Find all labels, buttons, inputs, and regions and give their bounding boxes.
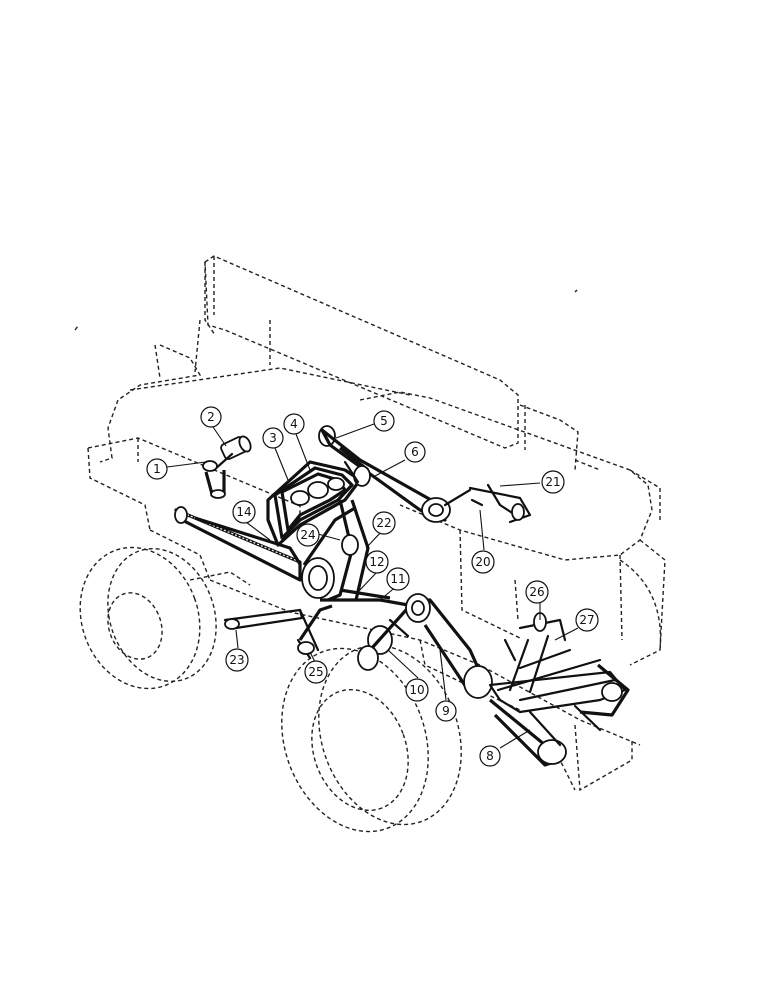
callout-8: 8 xyxy=(479,745,501,767)
callout-23: 23 xyxy=(225,648,249,672)
callout-label: 1 xyxy=(153,462,161,476)
callout-label: 23 xyxy=(229,653,244,667)
callout-12: 12 xyxy=(365,550,389,574)
callout-label: 5 xyxy=(380,414,388,428)
part-25-pulley xyxy=(297,604,333,655)
callout-label: 27 xyxy=(579,613,594,627)
callout-label: 11 xyxy=(390,572,405,586)
callout-24: 24 xyxy=(296,523,320,547)
cab-outline xyxy=(204,255,519,449)
callout-14: 14 xyxy=(232,500,256,524)
callout-11: 11 xyxy=(386,567,410,591)
callout-label: 8 xyxy=(486,749,494,763)
chassis-outline xyxy=(209,579,641,746)
drive-components xyxy=(174,425,630,767)
part-22-24-central-pulleys xyxy=(296,499,409,660)
callout-4: 4 xyxy=(283,413,305,435)
callout-27: 27 xyxy=(575,608,599,632)
callout-label: 9 xyxy=(442,704,450,718)
callout-label: 22 xyxy=(376,516,391,530)
leader-lines xyxy=(166,423,579,749)
machine-outline xyxy=(74,255,666,833)
part-20-21-bracket xyxy=(443,483,532,524)
callout-label: 6 xyxy=(411,445,419,459)
part-5-6-belt xyxy=(318,425,451,523)
callout-26: 26 xyxy=(525,580,549,604)
callout-label: 3 xyxy=(269,431,277,445)
callout-25: 25 xyxy=(304,660,328,684)
callout-3: 3 xyxy=(262,427,284,449)
part-26-27-shaft xyxy=(503,612,572,694)
callout-label: 24 xyxy=(300,528,315,542)
part-8-frame xyxy=(488,658,630,767)
callout-label: 12 xyxy=(369,555,384,569)
callout-label: 2 xyxy=(207,410,215,424)
callout-6: 6 xyxy=(404,441,426,463)
callout-label: 10 xyxy=(409,683,424,697)
callout-label: 25 xyxy=(308,665,323,679)
rear-wheel xyxy=(79,546,217,690)
callout-21: 21 xyxy=(541,470,565,494)
callout-9: 9 xyxy=(435,700,457,722)
part-9-10-belt xyxy=(357,593,493,699)
callout-2: 2 xyxy=(200,406,222,428)
part-3-4-belt-stack xyxy=(266,460,362,547)
callout-22: 22 xyxy=(372,511,396,535)
left-hood-outline xyxy=(99,344,202,463)
callout-label: 21 xyxy=(545,475,560,489)
callout-10: 10 xyxy=(405,678,429,702)
callout-label: 20 xyxy=(475,555,490,569)
callouts: 1 2 3 4 5 6 8 9 10 11 12 14 20 21 22 23 … xyxy=(146,406,599,767)
callout-label: 26 xyxy=(529,585,544,599)
hopper-outline xyxy=(359,391,653,561)
part-14-belt xyxy=(174,506,302,582)
part-23-lever xyxy=(223,608,304,630)
callout-label: 4 xyxy=(290,417,298,431)
callout-1: 1 xyxy=(146,458,168,480)
part-2-shaft xyxy=(202,435,252,499)
callout-5: 5 xyxy=(373,410,395,432)
callout-label: 14 xyxy=(236,505,251,519)
body-deck-outline xyxy=(87,437,301,520)
callout-20: 20 xyxy=(471,550,495,574)
